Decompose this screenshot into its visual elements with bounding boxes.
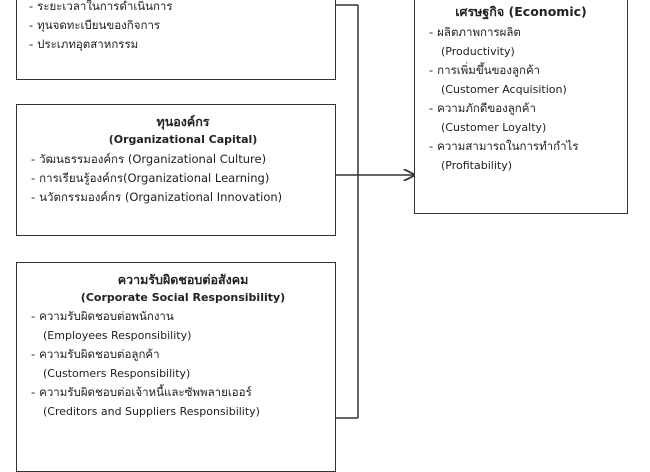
org-capital-subtitle: (Organizational Capital) bbox=[108, 133, 258, 146]
csr-list: -ความรับผิดชอบต่อพนักงาน (Employees Resp… bbox=[31, 307, 335, 421]
top-factor-item: -ทุนจดทะเบียนของกิจการ bbox=[29, 18, 161, 32]
org-capital-title: ทุนองค์กร bbox=[156, 114, 210, 129]
top-factor-item: -ระยะเวลาในการดำเนินการ bbox=[29, 0, 173, 13]
economic-outcome-box: เศรษฐกิจ (Economic) -ผลิตภาพการผลิต (Pro… bbox=[414, 0, 628, 214]
connector-lines bbox=[335, 4, 650, 419]
organizational-capital-box: ทุนองค์กร (Organizational Capital) -วัฒน… bbox=[16, 104, 336, 236]
economic-item: -การเพิ่มขึ้นของลูกค้า (Customer Acquisi… bbox=[429, 63, 567, 96]
csr-item: -ความรับผิดชอบต่อเจ้าหนี้และซัพพลายเออร์… bbox=[31, 385, 260, 418]
economic-list: -ผลิตภาพการผลิต (Productivity) -การเพิ่ม… bbox=[429, 23, 627, 175]
org-capital-item: -วัฒนธรรมองค์กร (Organizational Culture) bbox=[31, 152, 267, 166]
top-factor-box: -ระยะเวลาในการดำเนินการ -ทุนจดทะเบียนของ… bbox=[16, 0, 336, 80]
org-capital-item: -การเรียนรู้องค์กร(Organizational Learni… bbox=[31, 171, 270, 185]
top-factor-list: -ระยะเวลาในการดำเนินการ -ทุนจดทะเบียนของ… bbox=[29, 0, 335, 54]
csr-box: ความรับผิดชอบต่อสังคม (Corporate Social … bbox=[16, 262, 336, 472]
org-capital-item: -นวัตกรรมองค์กร (Organizational Innovati… bbox=[31, 190, 283, 204]
economic-item: -ผลิตภาพการผลิต (Productivity) bbox=[429, 25, 521, 58]
csr-subtitle: (Corporate Social Responsibility) bbox=[80, 291, 286, 304]
economic-item: -ความภักดีของลูกค้า (Customer Loyalty) bbox=[429, 101, 547, 134]
csr-item: -ความรับผิดชอบต่อพนักงาน (Employees Resp… bbox=[31, 309, 192, 342]
csr-item: -ความรับผิดชอบต่อลูกค้า (Customers Respo… bbox=[31, 347, 191, 380]
economic-title: เศรษฐกิจ (Economic) bbox=[455, 4, 587, 19]
economic-item: -ความสามารถในการทำกำไร (Profitability) bbox=[429, 139, 579, 172]
csr-title: ความรับผิดชอบต่อสังคม bbox=[117, 272, 249, 287]
org-capital-list: -วัฒนธรรมองค์กร (Organizational Culture)… bbox=[31, 150, 335, 207]
top-factor-item: -ประเภทอุตสาหกรรม bbox=[29, 37, 139, 51]
